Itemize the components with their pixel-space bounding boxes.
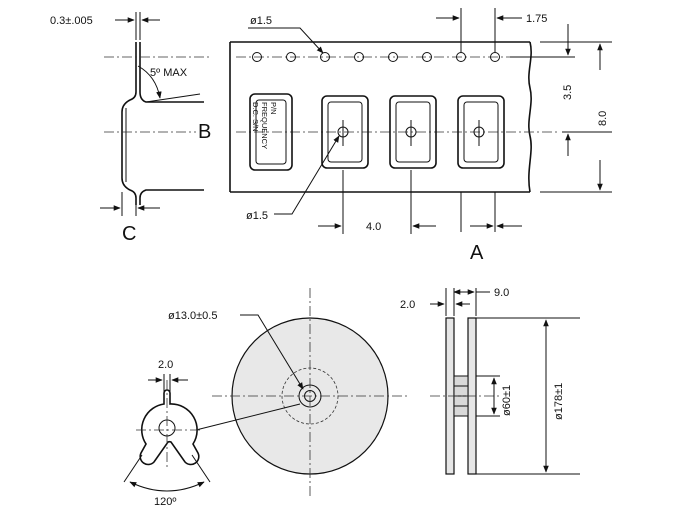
sprocket-pitch-dim: 1.75 <box>526 13 547 25</box>
label-c: C <box>122 223 136 245</box>
tape-side-view: 0.3±.005 5º MAX B C <box>50 12 211 245</box>
label-a: A <box>470 242 484 264</box>
hub-slot-detail: 2.0 120º <box>123 359 211 508</box>
tape-width-dim: 8.0 <box>597 111 609 126</box>
reel-width-dim: 9.0 <box>494 287 509 299</box>
cavity-pockets <box>321 95 505 169</box>
marking-line-3: D.C. S/N <box>251 102 260 132</box>
hub-hole-dim: ø13.0±0.5 <box>168 310 217 322</box>
marking-line-1: P/N <box>269 102 278 115</box>
sprocket-holes <box>252 52 500 62</box>
angle-dim: 120º <box>154 496 176 508</box>
reel-side-view: 2.0 9.0 ø60±1 ø178±1 <box>400 287 580 475</box>
marked-component: P/N FREQUENCY D.C. S/N <box>249 93 293 171</box>
flange-thickness-dim: 2.0 <box>400 299 415 311</box>
tilt-dim: 5º MAX <box>150 67 188 79</box>
marking-line-2: FREQUENCY <box>260 102 269 149</box>
lead-thickness-dim: 0.3±.005 <box>50 15 93 27</box>
sprocket-hole-dim: ø1.5 <box>250 15 272 27</box>
hole-to-center-dim: 3.5 <box>562 85 574 100</box>
slot-width-dim: 2.0 <box>158 359 173 371</box>
reel-dia-dim: ø178±1 <box>553 383 565 420</box>
cavity-pitch-dim: 4.0 <box>366 221 381 233</box>
hub-dia-dim: ø60±1 <box>501 385 513 416</box>
cavity-hole-dim: ø1.5 <box>246 210 268 222</box>
reel-front-view: ø13.0±0.5 <box>168 288 410 496</box>
label-b: B <box>198 121 211 143</box>
tape-top-view: P/N FREQUENCY D.C. S/N ø1.5 <box>229 8 612 264</box>
